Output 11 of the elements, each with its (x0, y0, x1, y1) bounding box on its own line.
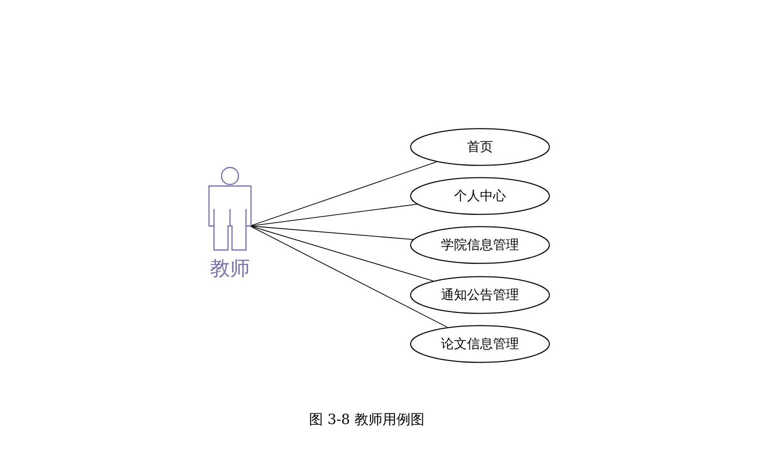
use-case-ellipse: 个人中心 (410, 177, 550, 215)
use-case-ellipse: 学院信息管理 (410, 226, 550, 264)
actor-label: 教师 (210, 255, 250, 282)
use-case-ellipse: 首页 (410, 128, 550, 166)
figure-caption: 图 3-8 教师用例图 (309, 411, 424, 429)
association-line (250, 162, 437, 226)
use-case-ellipse: 通知公告管理 (410, 276, 550, 314)
use-case-ellipse: 论文信息管理 (410, 325, 550, 363)
association-line (250, 226, 434, 282)
association-line (250, 204, 418, 226)
association-line (250, 226, 414, 240)
